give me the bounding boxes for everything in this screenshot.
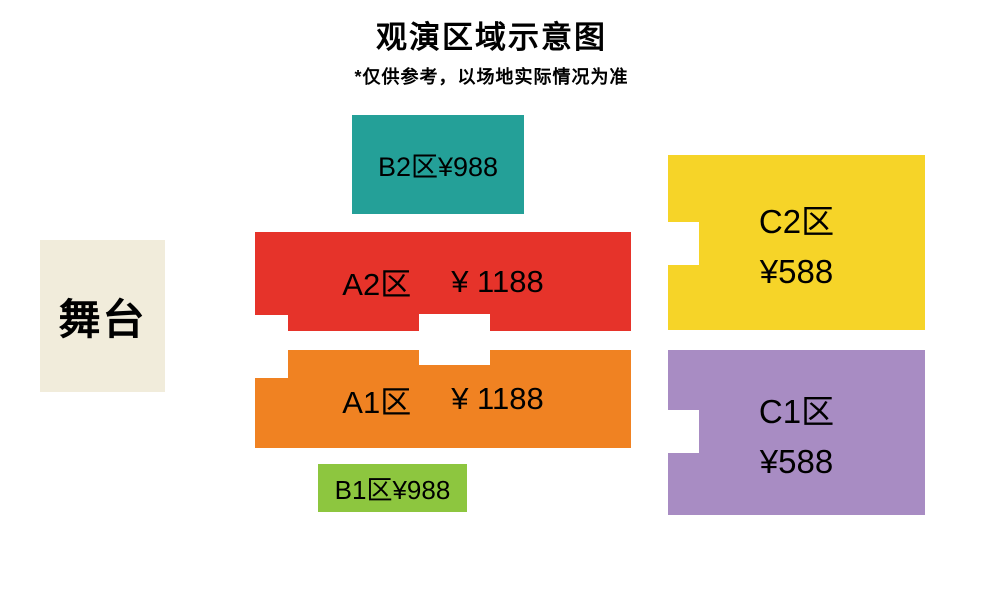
- stage-area: 舞台: [40, 240, 165, 392]
- zone-c2-notch-cut: [668, 222, 699, 265]
- zone-b2: B2区¥988: [352, 115, 524, 214]
- zone-a2-name: A2区: [342, 267, 412, 302]
- disclaimer-text: *仅供参考，以场地实际情况为准: [354, 67, 629, 87]
- zone-b2-label: B2区¥988: [377, 152, 499, 182]
- zone-b1-label: B1区¥988: [334, 474, 451, 505]
- zone-b1: B1区¥988: [318, 464, 467, 512]
- zone-c1: C1区 ¥588: [668, 350, 925, 515]
- zone-a1-price: ¥ 1188: [451, 381, 544, 416]
- center-aisle-cut: [419, 314, 490, 365]
- stage-label: 舞台: [58, 295, 147, 343]
- zone-c2: C2区 ¥588: [668, 155, 925, 330]
- zone-c1-price: ¥588: [759, 442, 834, 480]
- zone-c2-price: ¥588: [759, 252, 834, 290]
- zone-a1-corner-cut: [255, 350, 288, 378]
- zone-c1-name: C1区: [758, 392, 835, 430]
- zone-a2-price: ¥ 1188: [451, 263, 544, 299]
- zone-a2-corner-cut: [255, 315, 288, 332]
- zone-c2-name: C2区: [758, 202, 835, 240]
- zone-c1-notch-cut: [668, 410, 699, 453]
- zone-a1: A1区 ¥ 1188: [255, 350, 631, 448]
- page-title: 观演区域示意图: [376, 20, 607, 55]
- zone-a1-name: A1区: [342, 384, 412, 420]
